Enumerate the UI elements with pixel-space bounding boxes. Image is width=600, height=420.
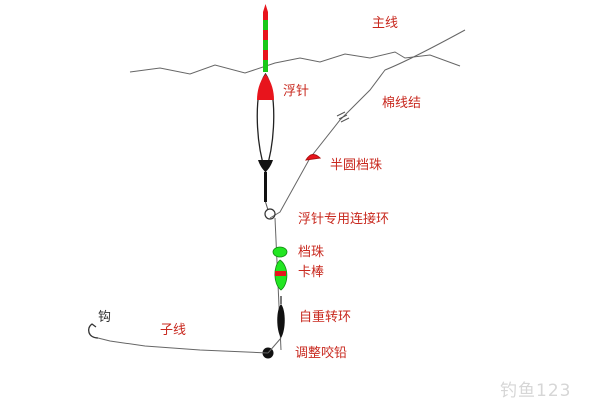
label-float: 浮针 xyxy=(283,84,310,99)
float xyxy=(256,4,275,211)
water-surface-line xyxy=(129,51,461,75)
label-stop-bead: 档珠 xyxy=(298,245,325,260)
float-connection-ring xyxy=(264,208,276,220)
cotton-knot-mark xyxy=(336,111,350,123)
stop-bead xyxy=(272,246,288,258)
label-sub-line: 子线 xyxy=(160,323,187,338)
watermark: 钓鱼123 xyxy=(500,381,572,401)
clamp-bar xyxy=(274,259,288,291)
sub-line xyxy=(97,337,269,354)
label-swivel: 自重转环 xyxy=(299,310,352,325)
label-adjust-lead: 调整咬铅 xyxy=(295,346,348,361)
label-half-round-bead: 半圆档珠 xyxy=(330,158,383,173)
sub-line-join xyxy=(267,337,282,354)
label-hook: 钩 xyxy=(98,310,112,325)
half-round-bead xyxy=(305,154,322,161)
label-clamp-bar: 卡棒 xyxy=(298,265,325,280)
label-cotton-knot: 棉线结 xyxy=(382,96,422,111)
hook xyxy=(87,323,99,339)
label-main-line: 主线 xyxy=(372,16,399,31)
label-float-connection-ring: 浮针专用连接环 xyxy=(298,212,390,227)
swivel xyxy=(277,296,285,338)
